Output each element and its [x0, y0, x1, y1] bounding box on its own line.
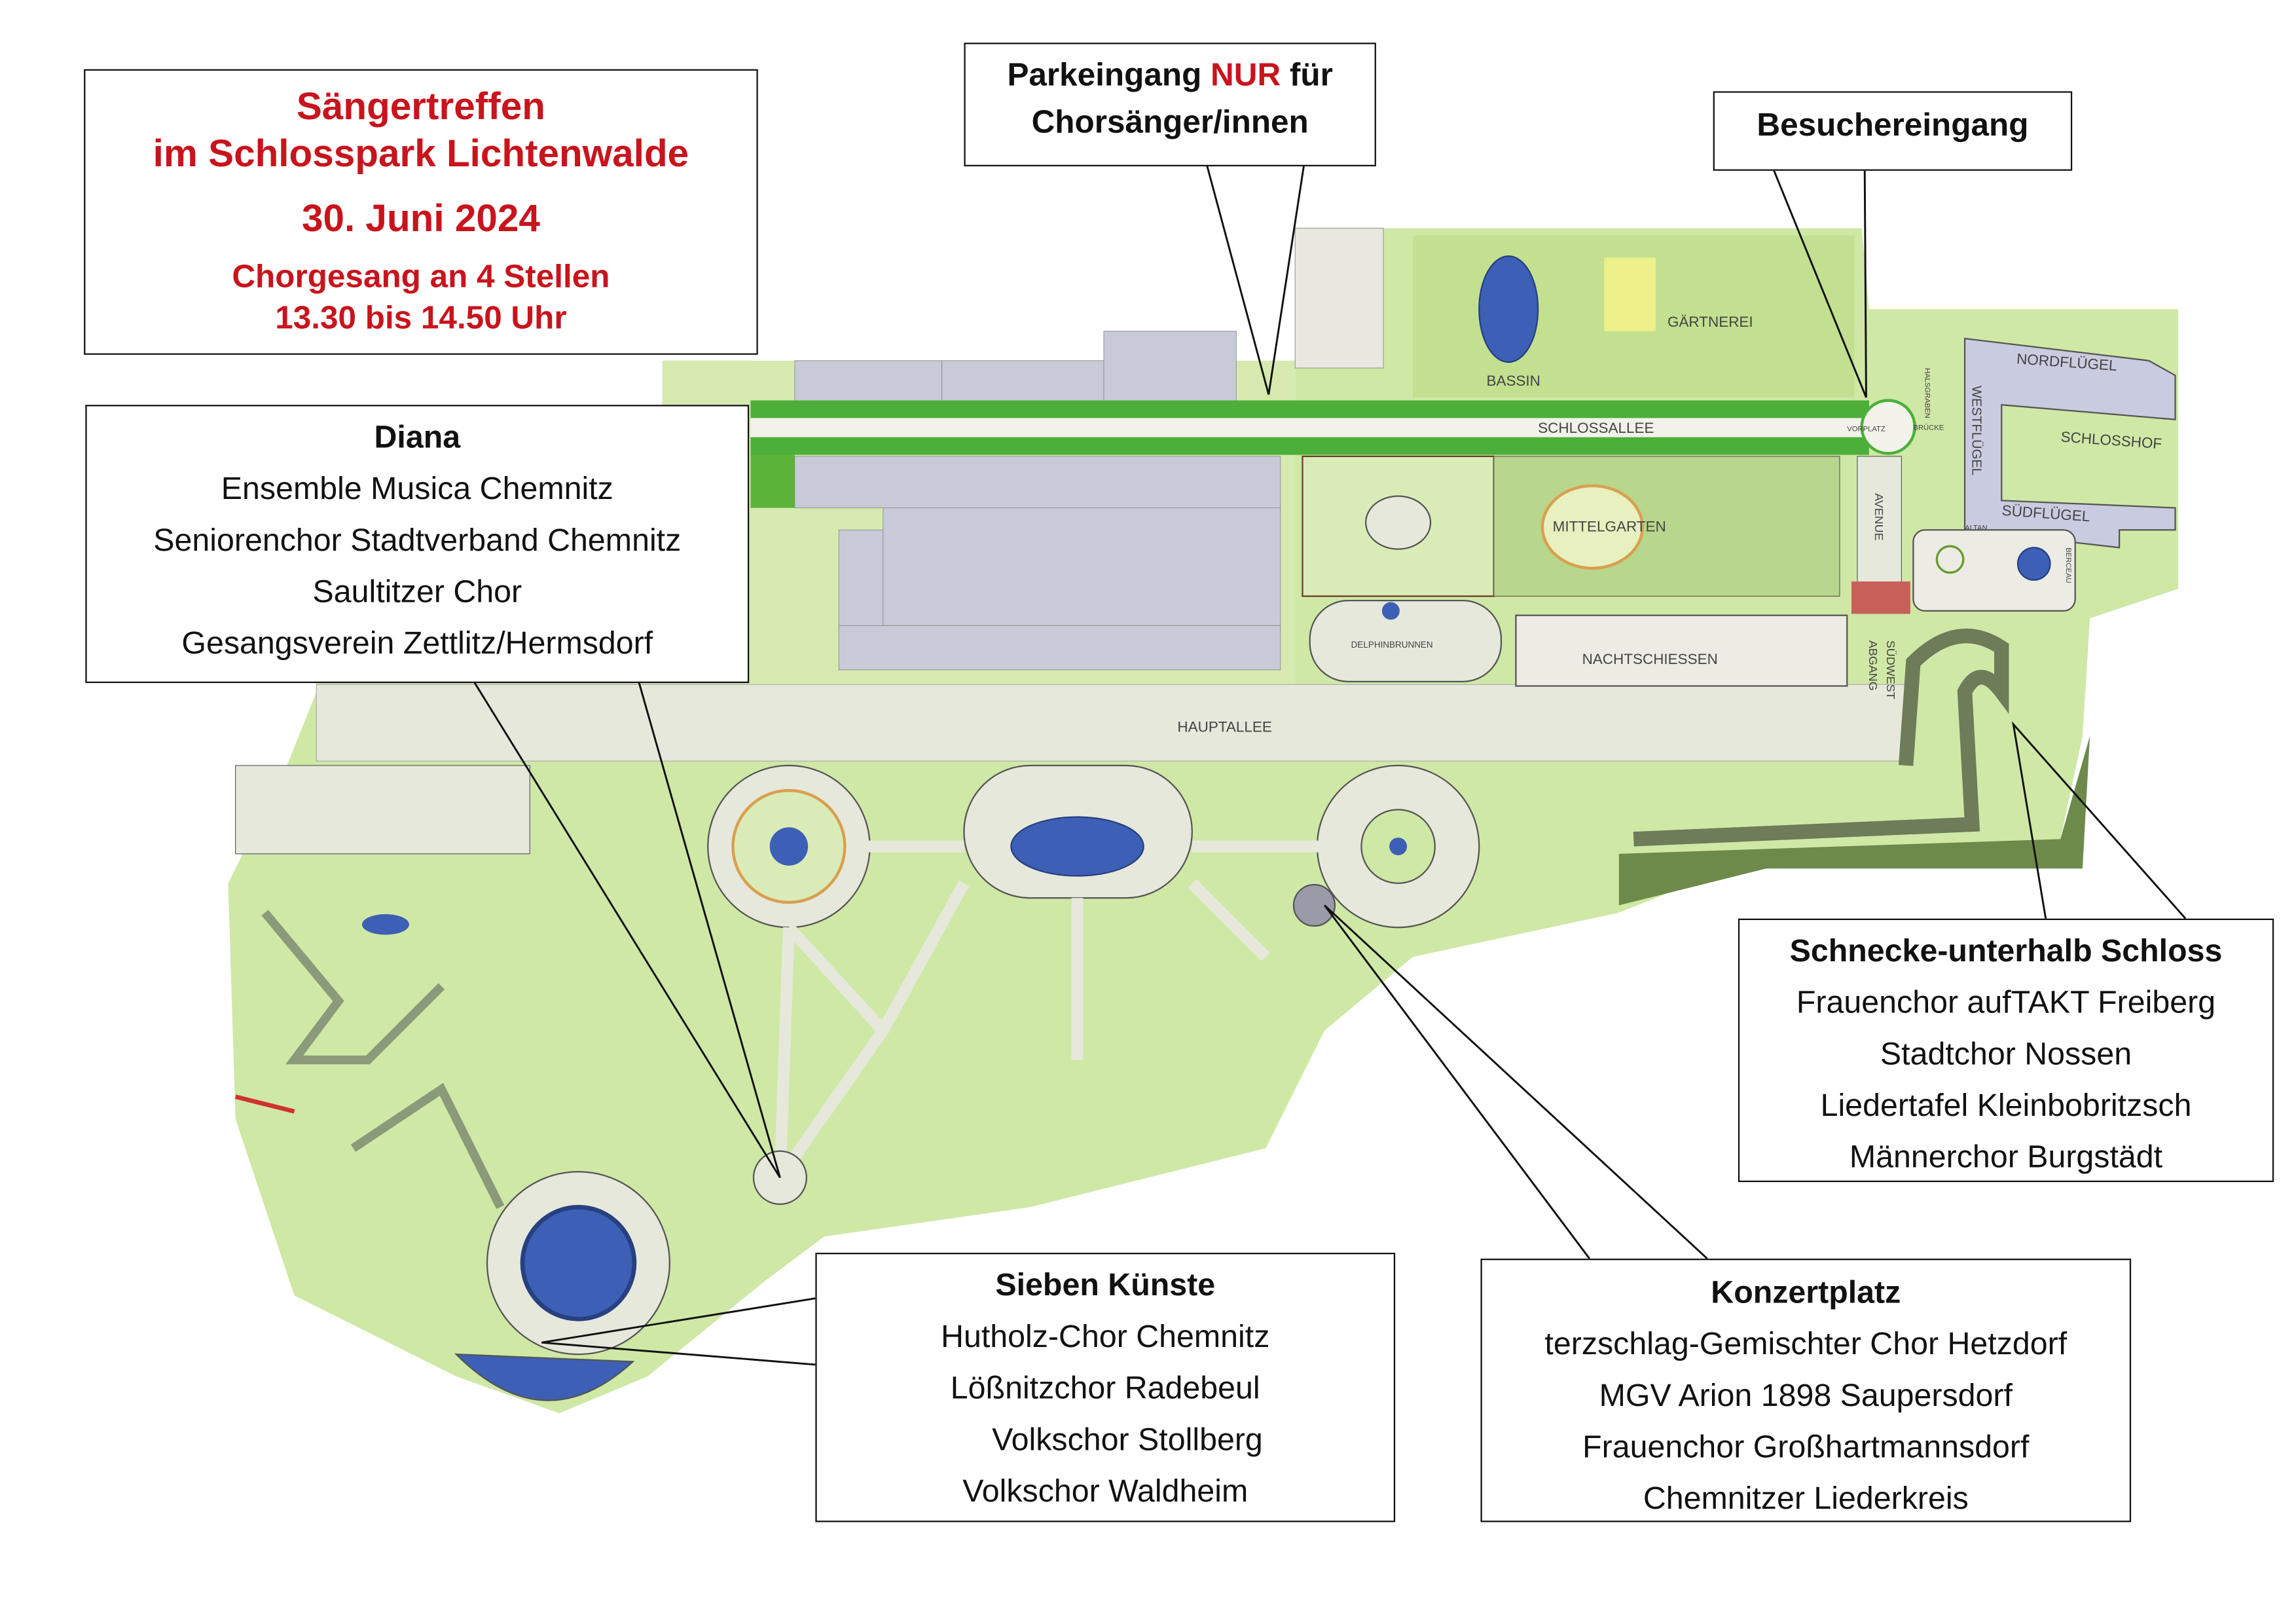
west-terrace: [235, 765, 530, 855]
label-berceau: BERCEAU: [2064, 547, 2072, 583]
label-delphinbrunnen: DELPHINBRUNNEN: [1351, 640, 1433, 650]
parking-area: [794, 456, 1281, 509]
callout-pointers: [473, 164, 2187, 1366]
location-callout-sieben-kuenste: Sieben Künste Hutholz-Chor Chemnitz Lößn…: [815, 1253, 1396, 1522]
round-garden-pond: [769, 827, 809, 866]
location-name: Schnecke-unterhalb Schloss: [1789, 933, 2223, 969]
parking-only-highlight: NUR: [1211, 56, 1281, 93]
parking-area: [838, 625, 1281, 671]
parking-stalls: [1294, 227, 1384, 369]
garden-paths: [774, 840, 1325, 1181]
oval-pond: [1010, 816, 1144, 877]
parking-audience: Chorsänger/innen: [1031, 103, 1309, 140]
sun-ornament: [1935, 545, 1965, 574]
label-mittelgarten: MITTELGARTEN: [1553, 519, 1666, 535]
delphin-area: [1309, 600, 1503, 682]
label-westfluegel: WESTFLÜGEL: [1969, 386, 1983, 475]
choir-item: Hutholz-Chor Chemnitz: [941, 1319, 1270, 1355]
schlossallee-road: [750, 418, 1869, 437]
pavilion: [1292, 883, 1336, 927]
label-hauptallee: HAUPTALLEE: [1177, 718, 1271, 735]
label-avenue: AVENUE: [1872, 493, 1886, 541]
event-title: Sängertreffen: [296, 84, 545, 128]
parking-entrance-callout: Parkeingang NUR für Chorsänger/innen: [964, 43, 1376, 167]
event-subtitle: im Schlosspark Lichtenwalde: [153, 131, 689, 175]
event-time: 13.30 bis 14.50 Uhr: [275, 299, 567, 336]
red-plaza: [1851, 581, 1910, 614]
visitor-entrance-label: Besuchereingang: [1757, 105, 2029, 143]
label-bassin: BASSIN: [1486, 373, 1540, 389]
choir-item: Volkschor Stollberg: [992, 1422, 1263, 1458]
konzertplatz-pond: [1389, 838, 1408, 856]
parking-area: [838, 529, 884, 634]
choir-item: Chemnitzer Liederkreis: [1643, 1481, 1969, 1517]
visitor-entrance-callout: Besuchereingang: [1713, 91, 2073, 171]
red-wall: [234, 1094, 295, 1114]
west-pond: [362, 914, 409, 935]
schnecke-path: [1633, 628, 2009, 847]
event-title-box: Sängertreffen im Schlosspark Lichtenwald…: [84, 69, 758, 355]
hauptallee: [316, 684, 1914, 762]
location-name: Sieben Künste: [995, 1267, 1216, 1303]
choir-item: Volkschor Waldheim: [962, 1473, 1248, 1509]
berceau-terrace: [1912, 529, 2076, 612]
schlossallee-trees: [750, 400, 1869, 418]
location-name: Konzertplatz: [1711, 1274, 1901, 1310]
parking-area: [794, 360, 943, 405]
choir-item: Liedertafel Kleinbobritzsch: [1820, 1088, 2192, 1124]
choir-item: Seniorenchor Stadtverband Chemnitz: [153, 523, 682, 558]
sieben-kuenste-pond: [520, 1204, 637, 1321]
choir-item: Frauenchor aufTAKT Freiberg: [1796, 984, 2216, 1020]
slope-forest: [1618, 736, 2090, 906]
gaertnerei-yellow: [1604, 257, 1656, 331]
choir-item: Männerchor Burgstädt: [1849, 1139, 2163, 1175]
label-bruecke: BRÜCKE: [1913, 424, 1944, 432]
bassin-pond: [1478, 255, 1539, 363]
label-altan: ALTAN: [1965, 524, 1988, 532]
parking-label-for: für: [1281, 56, 1333, 93]
choir-item: terzschlag-Gemischter Chor Hetzdorf: [1544, 1326, 2068, 1362]
parking-area: [941, 360, 1104, 405]
nachtschiessen-area: [1515, 614, 1848, 687]
location-name: Diana: [374, 419, 461, 455]
parterre-center: [1365, 495, 1432, 550]
parking-area: [1103, 331, 1237, 405]
label-gaertnerei: GÄRTNEREI: [1667, 314, 1753, 330]
parking-label: Parkeingang: [1007, 56, 1211, 93]
choir-item: Gesangsverein Zettlitz/Hermsdorf: [181, 625, 653, 661]
location-callout-diana: Diana Ensemble Musica Chemnitz Seniorenc…: [85, 405, 750, 684]
south-pond: [454, 1353, 635, 1401]
label-abgang: ABGANG: [1867, 640, 1880, 691]
label-nachtschiessen: NACHTSCHIESSEN: [1582, 651, 1718, 667]
label-suedwest: SÜDWEST: [1884, 640, 1897, 699]
choir-item: MGV Arion 1898 Saupersdorf: [1599, 1378, 2013, 1414]
choir-item: Saultitzer Chor: [312, 574, 522, 610]
berceau-fountain: [2016, 547, 2051, 581]
choir-item: Ensemble Musica Chemnitz: [221, 471, 613, 507]
mittelgarten-oval: [1540, 484, 1645, 570]
avenue: [1857, 456, 1902, 589]
label-schlossallee: SCHLOSSALLEE: [1538, 420, 1654, 436]
schlossallee-trees: [750, 437, 1869, 455]
event-date: 30. Juni 2024: [301, 195, 540, 240]
location-callout-konzertplatz: Konzertplatz terzschlag-Gemischter Chor …: [1480, 1259, 2132, 1522]
label-vorplatz: VORPLATZ: [1847, 426, 1886, 434]
west-zigzag-path: [261, 910, 505, 1209]
choir-item: Lößnitzchor Radebeul: [950, 1370, 1260, 1406]
event-info: Chorgesang an 4 Stellen: [232, 257, 610, 295]
location-callout-schnecke: Schnecke-unterhalb Schloss Frauenchor au…: [1738, 918, 2274, 1183]
label-halsgraben: HALSGRABEN: [1923, 368, 1931, 418]
choir-item: Frauenchor Großhartmannsdorf: [1582, 1429, 2030, 1465]
castle-building: [1963, 337, 2176, 549]
choir-item: Stadtchor Nossen: [1880, 1036, 2132, 1072]
green-strip: [750, 449, 795, 508]
delphin-fountain: [1381, 602, 1400, 620]
vorplatz: [1860, 399, 1916, 455]
parking-area: [883, 507, 1281, 626]
